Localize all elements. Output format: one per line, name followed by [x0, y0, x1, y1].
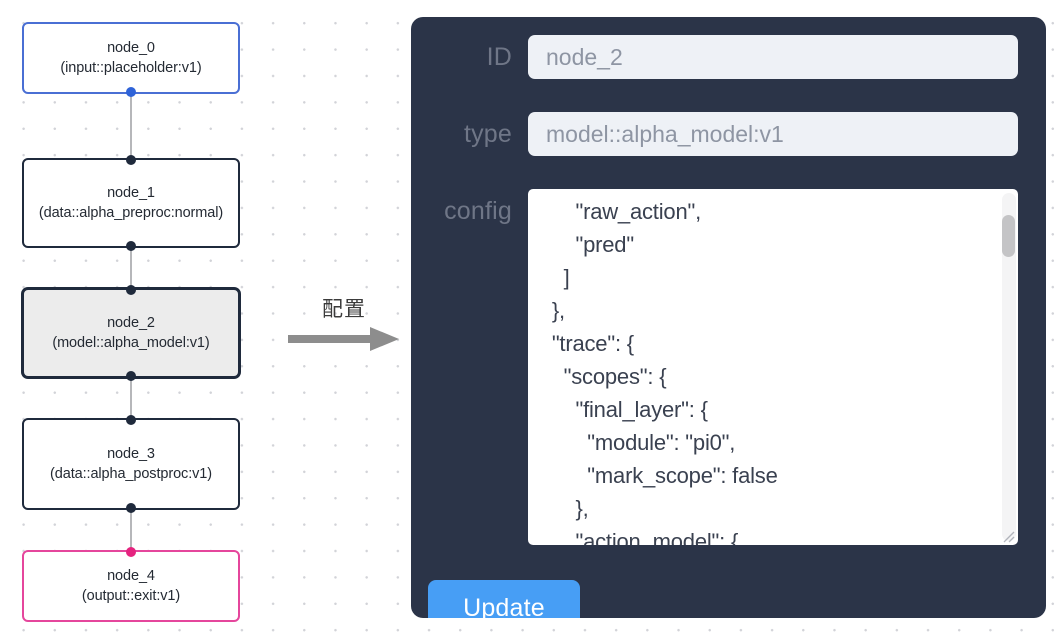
graph-node-id: node_0: [107, 40, 155, 56]
node-handle-target[interactable]: [126, 285, 136, 295]
node-handle-source[interactable]: [126, 371, 136, 381]
graph-node-node_0[interactable]: node_0 (input::placeholder:v1): [22, 22, 240, 97]
graph-node-node_3[interactable]: node_3 (data::alpha_postproc:v1): [22, 415, 240, 513]
graph-node-type: (data::alpha_postproc:v1): [50, 466, 212, 482]
config-scrollbar-track[interactable]: [1002, 193, 1016, 541]
edge-node0-node1: [130, 88, 132, 158]
edge-node1-node2: [130, 248, 132, 288]
canvas-bottom-strip: [0, 632, 1062, 643]
config-textarea-wrapper: "raw_action", "pred" ] }, "trace": { "sc…: [528, 189, 1018, 545]
node-handle-target[interactable]: [126, 155, 136, 165]
graph-node-node_1[interactable]: node_1 (data::alpha_preproc:normal): [22, 155, 240, 251]
config-field-label: config: [444, 197, 512, 225]
graph-node-label: node_3 (data::alpha_postproc:v1): [50, 444, 212, 484]
update-button[interactable]: Update: [428, 580, 580, 618]
graph-node-type: (model::alpha_model:v1): [52, 335, 210, 351]
graph-node-label: node_0 (input::placeholder:v1): [60, 38, 201, 78]
node-handle-target[interactable]: [126, 415, 136, 425]
annotation-label: 配置: [322, 297, 366, 321]
node-handle-source[interactable]: [126, 503, 136, 513]
node-handle-source[interactable]: [126, 87, 136, 97]
graph-node-id: node_3: [107, 446, 155, 462]
type-input[interactable]: [528, 112, 1018, 156]
annotation-config-arrow: 配置: [288, 296, 400, 352]
graph-node-id: node_2: [107, 315, 155, 331]
field-row-id: ID: [411, 35, 1046, 79]
id-field-label: ID: [486, 43, 512, 71]
node-handle-source[interactable]: [126, 241, 136, 251]
node-handle-target[interactable]: [126, 547, 136, 557]
graph-node-type: (output::exit:v1): [81, 588, 181, 604]
config-scrollbar-thumb[interactable]: [1002, 215, 1015, 257]
graph-node-id: node_1: [107, 185, 155, 201]
graph-node-label: node_4 (output::exit:v1): [82, 566, 180, 606]
graph-node-label: node_2 (model::alpha_model:v1): [52, 313, 209, 353]
edge-node3-node4: [130, 510, 132, 550]
field-row-config: config "raw_action", "pred" ] }, "trace"…: [411, 189, 1046, 545]
graph-node-node_4[interactable]: node_4 (output::exit:v1): [22, 547, 240, 622]
arrow-right-icon: [288, 327, 399, 351]
graph-node-label: node_1 (data::alpha_preproc:normal): [39, 183, 223, 223]
graph-node-id: node_4: [107, 568, 155, 584]
edge-node2-node3: [130, 378, 132, 418]
id-input[interactable]: [528, 35, 1018, 79]
graph-node-type: (input::placeholder:v1): [60, 60, 202, 76]
graph-node-node_2[interactable]: node_2 (model::alpha_model:v1): [22, 285, 240, 381]
node-config-panel: ID type config "raw_action", "pred" ] },…: [411, 17, 1046, 618]
resize-grip-icon[interactable]: [1001, 529, 1015, 543]
type-field-label: type: [463, 120, 512, 148]
config-textarea[interactable]: "raw_action", "pred" ] }, "trace": { "sc…: [528, 189, 1018, 545]
graph-node-type: (data::alpha_preproc:normal): [38, 205, 224, 221]
field-row-type: type: [411, 112, 1046, 156]
